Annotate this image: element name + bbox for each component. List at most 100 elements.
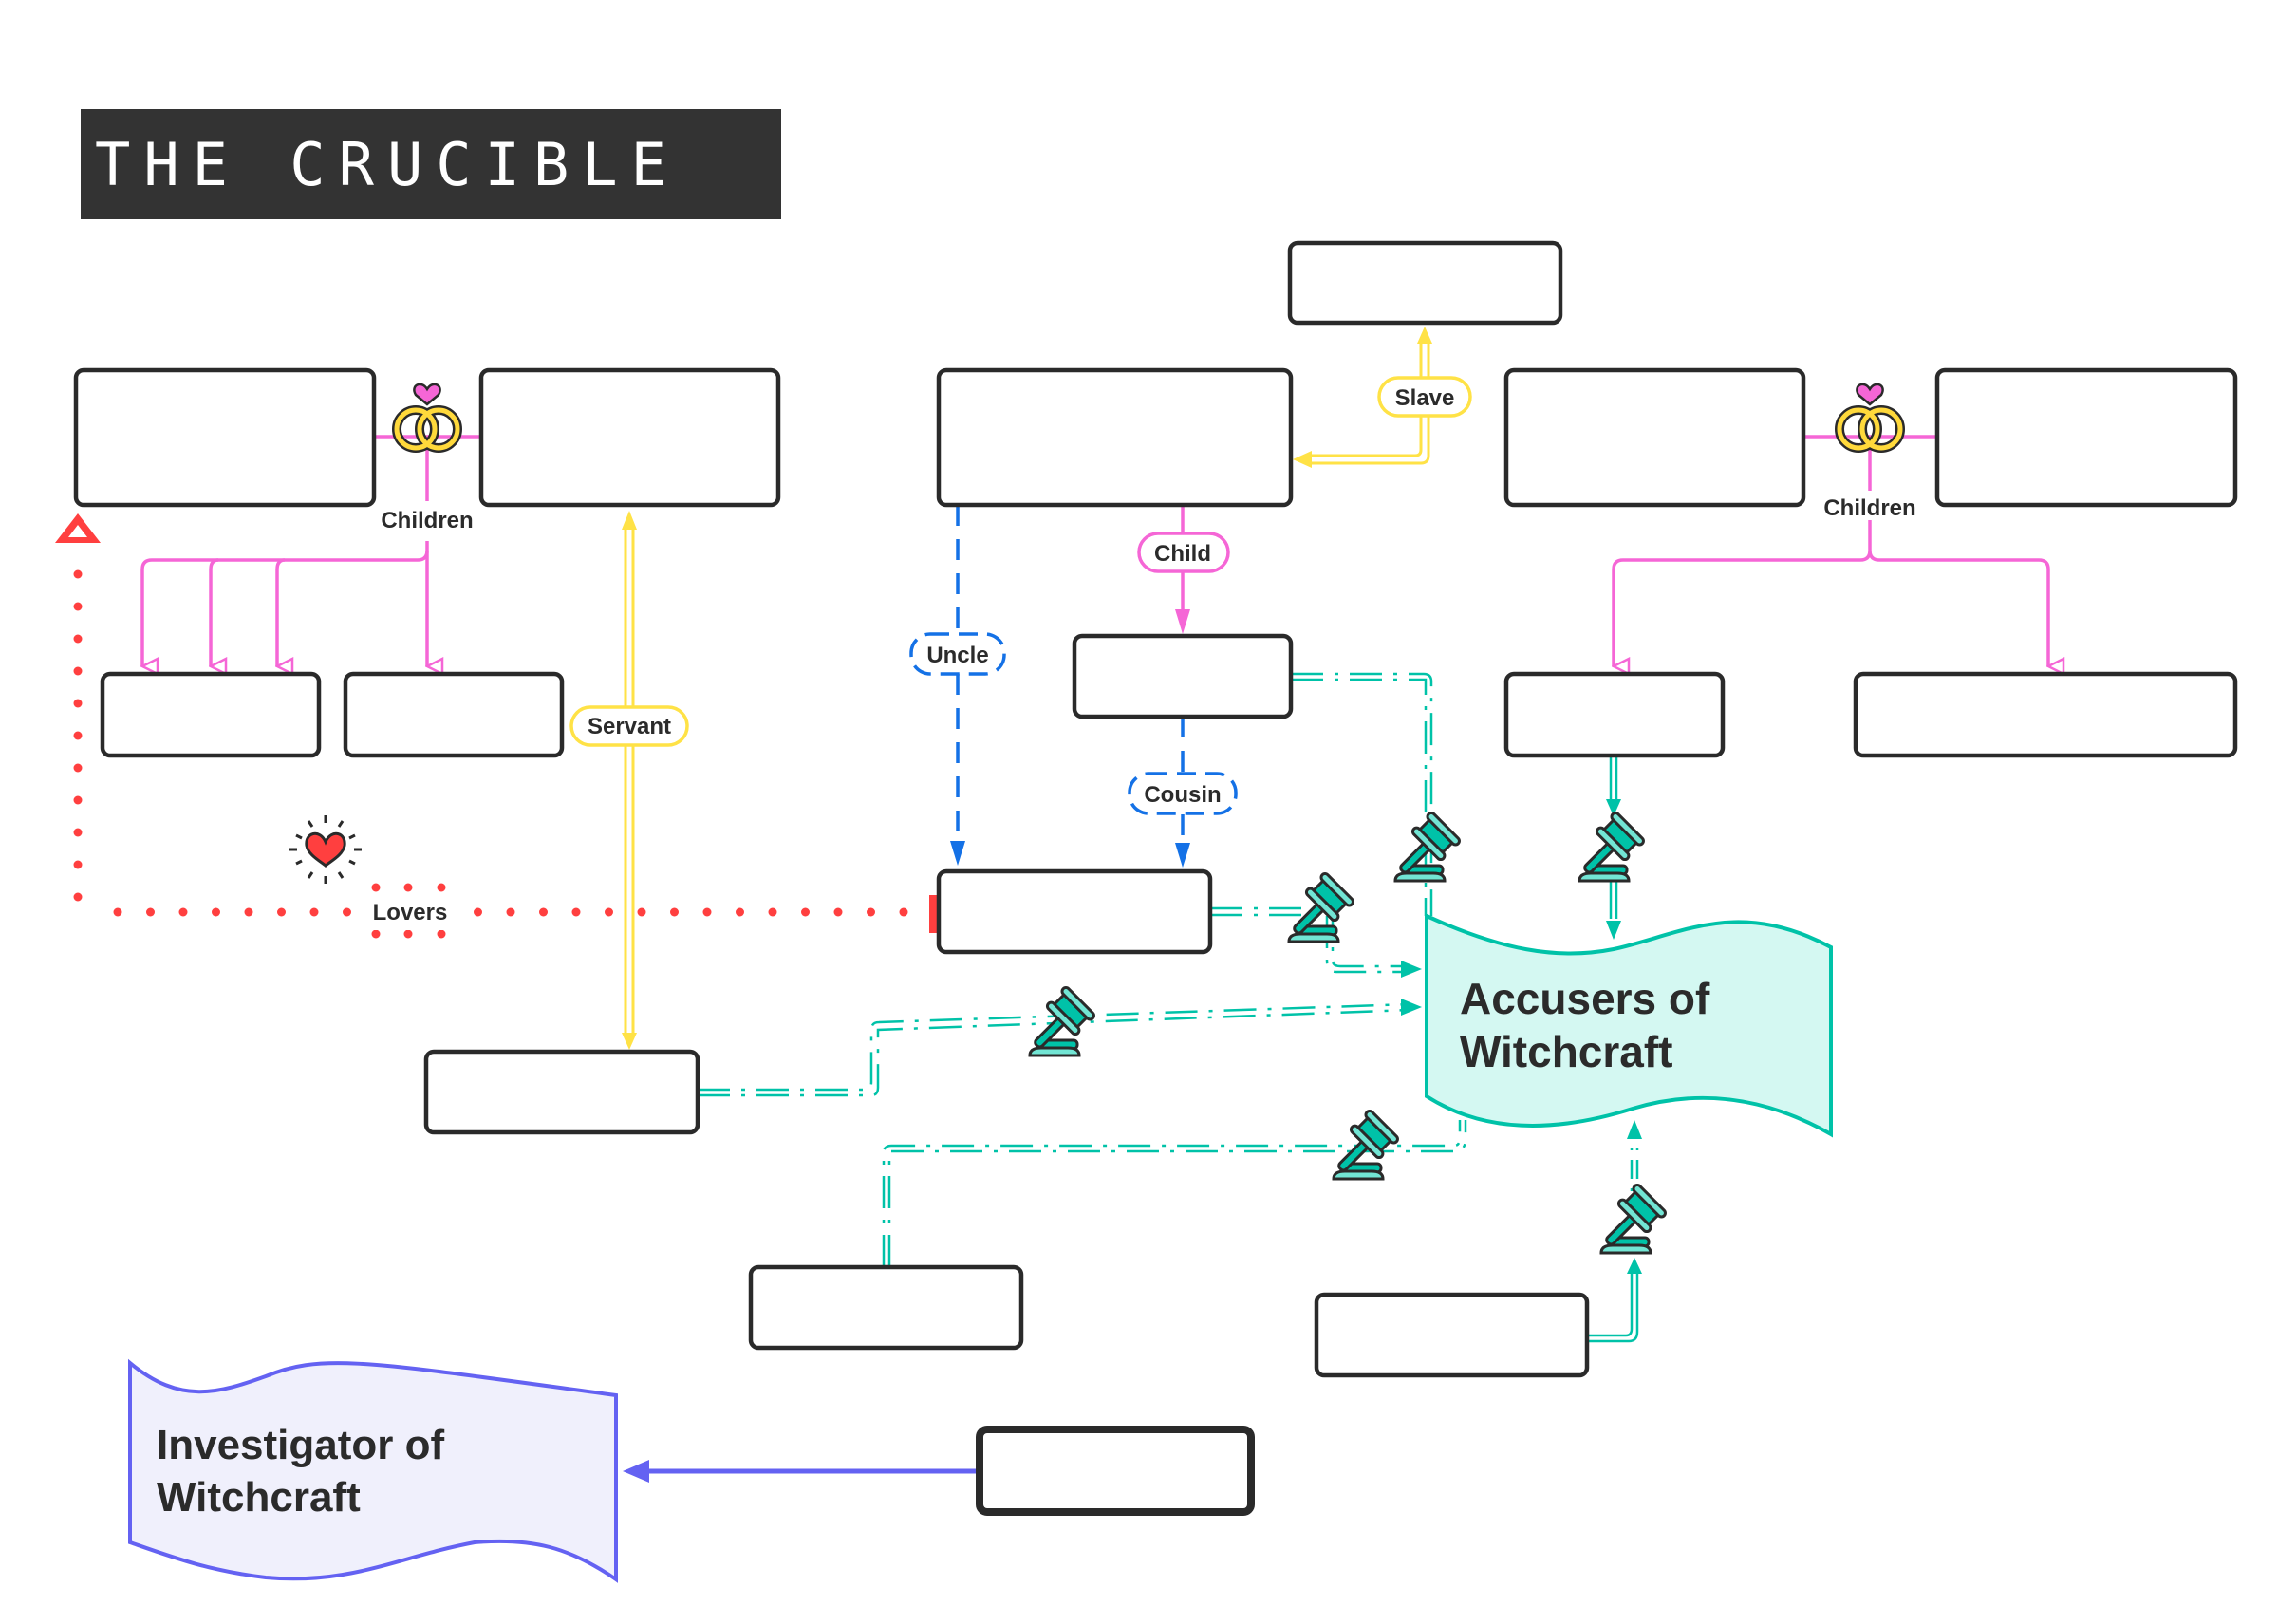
lovers-dot: [73, 602, 83, 611]
servant-arrowhead-down: [622, 1033, 637, 1050]
children-label-left: Children: [381, 508, 473, 533]
lovers-dot: [605, 907, 613, 917]
character-box-accuser-lower-2[interactable]: [1314, 1292, 1590, 1378]
child-connector: [1175, 505, 1190, 634]
lovers-dot: [343, 907, 351, 917]
lovers-dot: [571, 907, 581, 917]
page-title: THE CRUCIBLE: [95, 130, 680, 199]
lovers-dot: [73, 828, 83, 837]
lovers-dot: [244, 907, 253, 917]
lovers-dot: [899, 907, 908, 917]
child-label: Child: [1137, 532, 1230, 573]
lovers-dot: [113, 907, 122, 917]
svg-text:Cousin: Cousin: [1144, 782, 1221, 808]
lovers-dot: [506, 907, 515, 917]
lovers-dot: [670, 907, 679, 917]
character-box-child-left-1[interactable]: [100, 671, 322, 758]
lovers-arrowhead-inner: [68, 525, 87, 537]
lovers-dot: [637, 907, 646, 917]
accusation-connectors: [698, 672, 1467, 1267]
lovers-dot: [867, 907, 875, 917]
heart-icon: [289, 815, 362, 884]
wedding-rings-icon-right: [1839, 384, 1900, 448]
lovers-dot: [146, 907, 155, 917]
servant-arrowhead-up: [622, 511, 637, 530]
children-label-right: Children: [1823, 495, 1915, 521]
lovers-dot: [768, 907, 777, 917]
lovers-label: Lovers: [368, 892, 452, 930]
character-box-parent-right-2[interactable]: [1934, 367, 2238, 508]
svg-text:Servant: Servant: [588, 714, 671, 739]
character-box-center-parent[interactable]: [936, 367, 1294, 508]
lovers-dot: [539, 907, 548, 917]
character-box-slave[interactable]: [1287, 240, 1563, 326]
character-box-child-right-1[interactable]: [1503, 671, 1726, 758]
marriage-connector-left: [142, 435, 481, 666]
lovers-dot: [801, 907, 810, 917]
lovers-label-dot: [403, 929, 413, 939]
lovers-dot: [73, 731, 83, 740]
lovers-dot: [73, 699, 83, 708]
servant-label: Servant: [570, 705, 689, 747]
uncle-label: Uncle: [909, 632, 1006, 676]
svg-text:Lovers: Lovers: [373, 900, 448, 925]
lovers-dot: [178, 907, 188, 917]
svg-text:Uncle: Uncle: [926, 643, 988, 668]
lovers-label-dot: [403, 883, 413, 892]
lovers-label-dot: [437, 929, 446, 939]
investigator-banner-line1: Investigator of: [157, 1422, 444, 1468]
slave-connector: [1305, 342, 1430, 465]
lovers-dot: [309, 907, 319, 917]
svg-text:Child: Child: [1154, 541, 1211, 567]
slave-arrowhead-left: [1293, 451, 1312, 468]
gavel-icon-5: [1323, 1108, 1401, 1185]
lovers-dot: [702, 907, 712, 917]
svg-text:Slave: Slave: [1395, 385, 1455, 411]
character-box-accuser-lower-1[interactable]: [748, 1264, 1024, 1351]
character-box-investigator[interactable]: [976, 1426, 1255, 1516]
lovers-dot: [833, 907, 843, 917]
uncle-arrowhead: [950, 841, 965, 866]
title-banner: THE CRUCIBLE: [81, 109, 781, 219]
lovers-dot: [73, 569, 83, 579]
character-box-niece[interactable]: [936, 868, 1213, 955]
accusers-banner-line2: Witchcraft: [1460, 1027, 1673, 1076]
investigator-connector: [623, 1460, 980, 1483]
lovers-dot: [73, 634, 83, 644]
lovers-dot: [212, 907, 220, 917]
lovers-dot: [474, 907, 482, 917]
accusers-banner-line1: Accusers of: [1460, 974, 1710, 1023]
investigator-banner-line2: Witchcraft: [157, 1474, 361, 1521]
lovers-dot: [73, 763, 83, 773]
lovers-dot: [73, 892, 83, 902]
accusers-banner: Accusers of Witchcraft: [1425, 912, 1833, 1138]
lovers-label-dot: [437, 883, 446, 892]
character-box-child-right-2[interactable]: [1853, 671, 2238, 758]
servant-connector: [624, 528, 635, 1035]
character-box-parent-left-2[interactable]: [478, 367, 781, 508]
wedding-rings-icon-left: [397, 384, 457, 448]
slave-label: Slave: [1377, 376, 1472, 418]
lovers-label-dot: [371, 929, 381, 939]
lovers-dot: [736, 907, 744, 917]
lovers-dot: [73, 666, 83, 676]
accusation-arrowheads: [1401, 799, 1642, 1274]
gavel-icon-2: [1569, 810, 1647, 887]
gavel-icon-6: [1591, 1182, 1669, 1260]
cousin-arrowhead: [1175, 843, 1190, 868]
lovers-label-dot: [371, 883, 381, 892]
lovers-dot: [277, 907, 286, 917]
gavel-icon-1: [1385, 810, 1463, 887]
investigator-banner: Investigator of Witchcraft: [128, 1358, 618, 1583]
lovers-end-cap: [929, 895, 937, 933]
character-box-servant[interactable]: [423, 1049, 700, 1135]
slave-arrowhead: [1417, 327, 1432, 344]
lovers-dot: [73, 795, 83, 805]
character-box-parent-left-1[interactable]: [73, 367, 377, 508]
character-box-center-child[interactable]: [1072, 633, 1294, 719]
lovers-dot: [73, 860, 83, 869]
character-box-child-left-2[interactable]: [343, 671, 565, 758]
character-box-parent-right-1[interactable]: [1503, 367, 1806, 508]
cousin-label: Cousin: [1128, 772, 1238, 815]
